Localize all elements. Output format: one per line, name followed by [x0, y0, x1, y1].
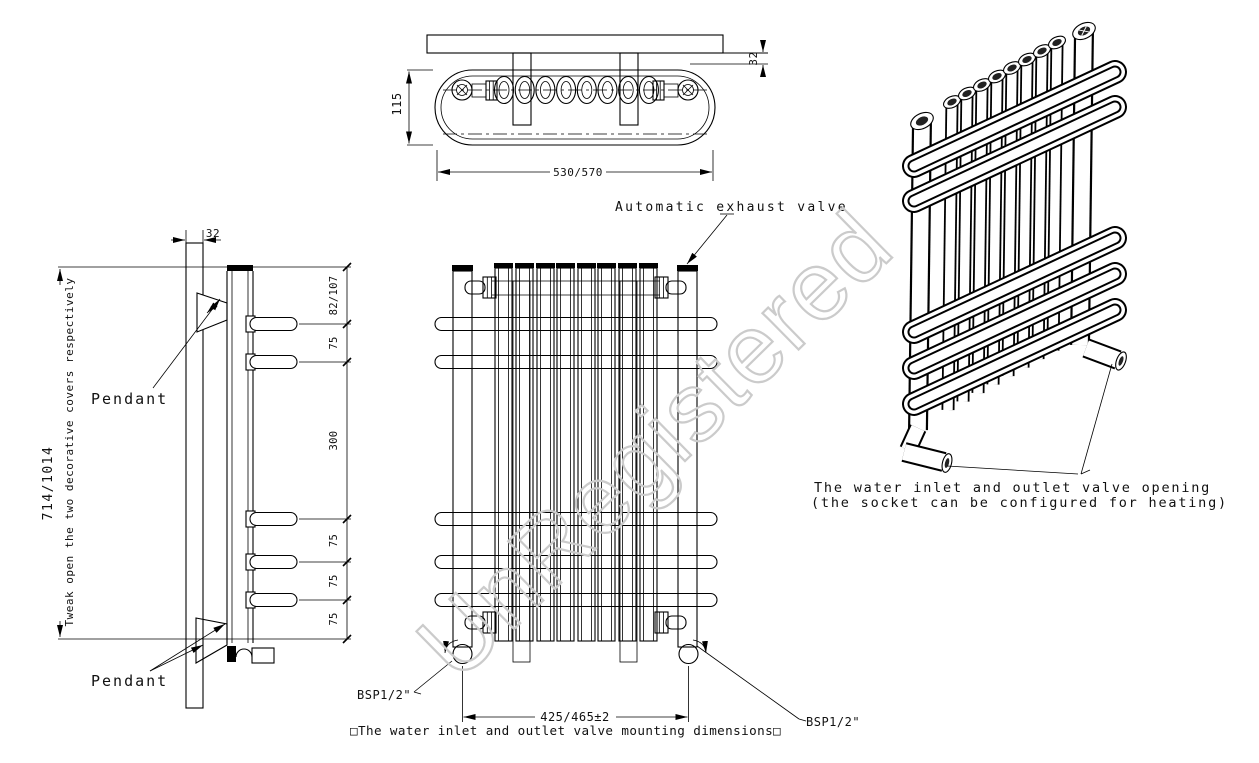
- iso-tube-caps: [910, 21, 1096, 131]
- pendant-bracket-top: [196, 292, 228, 333]
- front-view: Automatic exhaust valve BSP1/2" BSP1/2" …: [350, 200, 860, 738]
- pendant-label-top: Pendant: [91, 390, 168, 408]
- wall-section-hatched: [426, 34, 724, 54]
- iso-caption-line1: The water inlet and outlet valve opening: [814, 480, 1211, 496]
- rail-stubs: [245, 315, 298, 609]
- valve-port-left: [452, 643, 473, 665]
- valve-port-right: [678, 643, 699, 665]
- dim-wall-text: 32: [206, 227, 220, 240]
- dimension-wall-thickness: 32: [171, 227, 221, 243]
- iso-caption-line2: (the socket can be configured for heatin…: [811, 495, 1228, 511]
- pendant-label-bottom: Pendant: [91, 672, 168, 690]
- dim-chain-3: 75: [328, 534, 340, 547]
- radiator-top-outline: [434, 69, 716, 146]
- dimension-total-height: 714/1014 Tweak open the two decorative c…: [41, 266, 351, 640]
- iso-towel-loops: [902, 60, 1127, 416]
- dim-width-text: 530/570: [553, 166, 603, 179]
- bsp-label-left: BSP1/2": [357, 688, 411, 702]
- dim-chain-5: 75: [328, 612, 340, 625]
- dimension-width: 530/570: [436, 150, 714, 181]
- bsp-label-right: BSP1/2": [806, 715, 860, 729]
- dim-gap-text: 32: [747, 51, 760, 65]
- dim-total-text: 714/1014: [41, 446, 56, 521]
- bushings: [464, 276, 687, 634]
- exhaust-valve-label: Automatic exhaust valve: [615, 200, 848, 215]
- hanger-bracket: [619, 52, 639, 126]
- dim-chain-4: 75: [328, 574, 340, 587]
- dimension-chain: 82/107 75 300 75 75 75: [299, 262, 352, 644]
- towel-rails: [434, 316, 718, 608]
- dim-valve-spacing-text: 425/465±2: [540, 710, 610, 724]
- side-valve: [227, 646, 275, 664]
- end-fittings: [451, 79, 699, 101]
- valve-connections: [443, 639, 708, 665]
- dimension-depth: 115: [390, 69, 433, 146]
- isometric-view: The water inlet and outlet valve opening…: [811, 21, 1228, 511]
- top-view: 115 32 530/570: [390, 34, 768, 181]
- pendant-bracket-bottom: [195, 617, 228, 664]
- dim-chain-2: 300: [328, 431, 340, 451]
- dim-chain-1: 75: [328, 336, 340, 349]
- outer-tubes: [452, 265, 698, 648]
- dimension-valve-spacing: 425/465±2: [462, 666, 689, 724]
- dim-chain-0: 82/107: [328, 276, 340, 316]
- inner-tubes: [492, 263, 660, 642]
- iso-exhaust-valve-cap: [1072, 21, 1096, 41]
- radiator-side-profile: [226, 265, 254, 643]
- side-note-text: Tweak open the two decorative covers res…: [63, 277, 76, 626]
- iso-valves: [899, 338, 1127, 473]
- front-caption: □The water inlet and outlet valve mounti…: [350, 723, 781, 738]
- tube-cross-sections: [493, 75, 659, 105]
- dim-depth-text: 115: [390, 92, 404, 115]
- dimension-wall-gap: 32: [747, 40, 766, 77]
- wall-section-hatched: [185, 242, 204, 709]
- side-view: 32 Pendant Pendant: [41, 227, 352, 709]
